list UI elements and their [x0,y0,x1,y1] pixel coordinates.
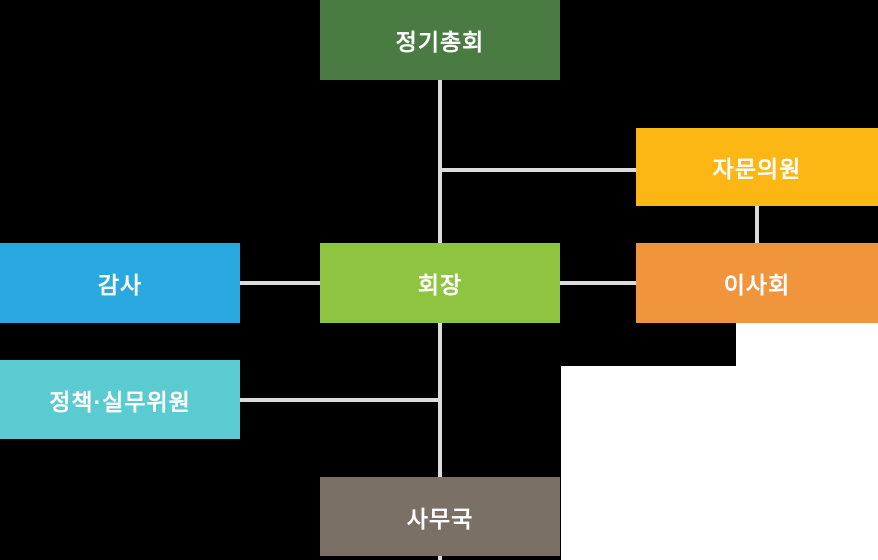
org-node-label: 정책·실무위원 [49,388,191,415]
org-node-label: 자문의원 [712,156,802,182]
org-node-label: 감사 [97,272,143,298]
connector-advisory-members-to-board [755,206,759,243]
org-node-auditor: 감사 [0,243,240,323]
org-node-general-meeting: 정기총회 [320,0,560,80]
org-node-secretariat: 사무국 [320,477,560,556]
org-node-label: 정기총회 [395,29,485,55]
org-node-president: 회장 [320,243,560,323]
background-white-area-bottom [561,366,736,560]
connector-president-to-secretariat [438,323,442,477]
connector-auditor-to-president [240,281,320,285]
connector-policy-committee-branch [240,398,440,402]
org-node-label: 사무국 [406,505,474,532]
org-node-policy-working-committee: 정책·실무위원 [0,360,240,439]
connector-general-meeting-to-president [438,80,442,243]
org-node-label: 이사회 [723,272,791,298]
connector-secretariat-down-stub [438,556,442,560]
connector-branch-to-advisory-members [440,168,636,172]
org-node-advisory-members: 자문의원 [636,128,878,206]
org-node-label: 회장 [417,272,463,298]
connector-president-to-board [560,281,636,285]
background-white-area-right [736,323,878,560]
org-node-board-of-directors: 이사회 [636,243,878,323]
